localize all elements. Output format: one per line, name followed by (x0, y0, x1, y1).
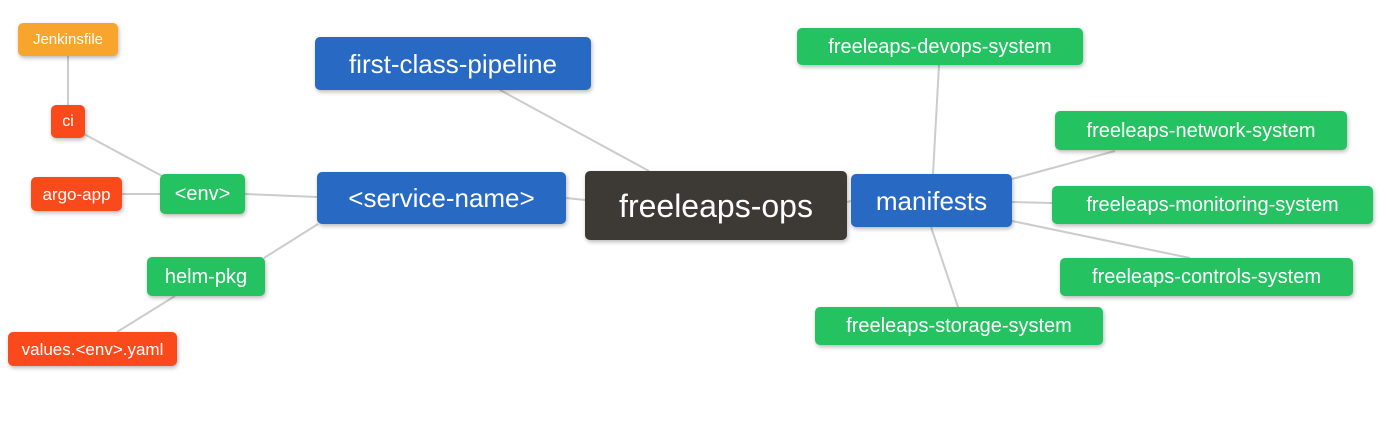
edge-manifests-to-storage-sys (930, 226, 959, 308)
edge-helm-pkg-to-values (116, 295, 176, 333)
node-label: ci (62, 112, 74, 130)
node-label: freeleaps-network-system (1086, 119, 1316, 142)
node-label: freeleaps-devops-system (828, 35, 1052, 58)
node-pipeline[interactable]: first-class-pipeline (315, 37, 591, 90)
node-label: <service-name> (348, 183, 535, 213)
node-ci[interactable]: ci (51, 105, 85, 138)
edge-service-name-to-helm-pkg (263, 223, 319, 259)
node-helm-pkg[interactable]: helm-pkg (147, 257, 265, 296)
node-label: Jenkinsfile (32, 31, 104, 48)
node-service-name[interactable]: <service-name> (317, 172, 566, 224)
node-label: freeleaps-ops (619, 187, 813, 224)
node-env[interactable]: <env> (160, 174, 245, 214)
node-label: helm-pkg (164, 265, 248, 288)
node-label: argo-app (42, 184, 111, 204)
node-values[interactable]: values.<env>.yaml (8, 332, 177, 366)
edge-service-name-to-freeleaps-ops (565, 197, 586, 201)
node-argo-app[interactable]: argo-app (31, 177, 122, 211)
node-freeleaps-ops[interactable]: freeleaps-ops (585, 171, 847, 240)
edge-manifests-to-monitoring-sys (1011, 201, 1053, 204)
edge-ci-to-env (83, 133, 163, 177)
edge-manifests-to-devops-sys (932, 64, 940, 175)
edge-env-to-service-name (244, 193, 318, 198)
node-label: values.<env>.yaml (21, 339, 164, 359)
node-label: freeleaps-storage-system (846, 315, 1072, 337)
node-storage-sys[interactable]: freeleaps-storage-system (815, 307, 1103, 345)
node-jenkinsfile[interactable]: Jenkinsfile (18, 23, 118, 56)
node-label: freeleaps-monitoring-system (1086, 194, 1339, 216)
node-network-sys[interactable]: freeleaps-network-system (1055, 111, 1347, 150)
node-manifests[interactable]: manifests (851, 174, 1012, 227)
node-label: manifests (875, 185, 988, 216)
node-controls-sys[interactable]: freeleaps-controls-system (1060, 258, 1353, 296)
node-label: <env> (174, 183, 231, 205)
node-label: first-class-pipeline (348, 48, 558, 79)
edge-manifests-to-network-sys (1011, 150, 1116, 180)
node-monitoring-sys[interactable]: freeleaps-monitoring-system (1052, 186, 1373, 224)
edge-manifests-to-controls-sys (1011, 220, 1191, 259)
edge-pipeline-to-freeleaps-ops (499, 89, 650, 172)
node-devops-sys[interactable]: freeleaps-devops-system (797, 28, 1083, 65)
node-label: freeleaps-controls-system (1092, 266, 1321, 288)
